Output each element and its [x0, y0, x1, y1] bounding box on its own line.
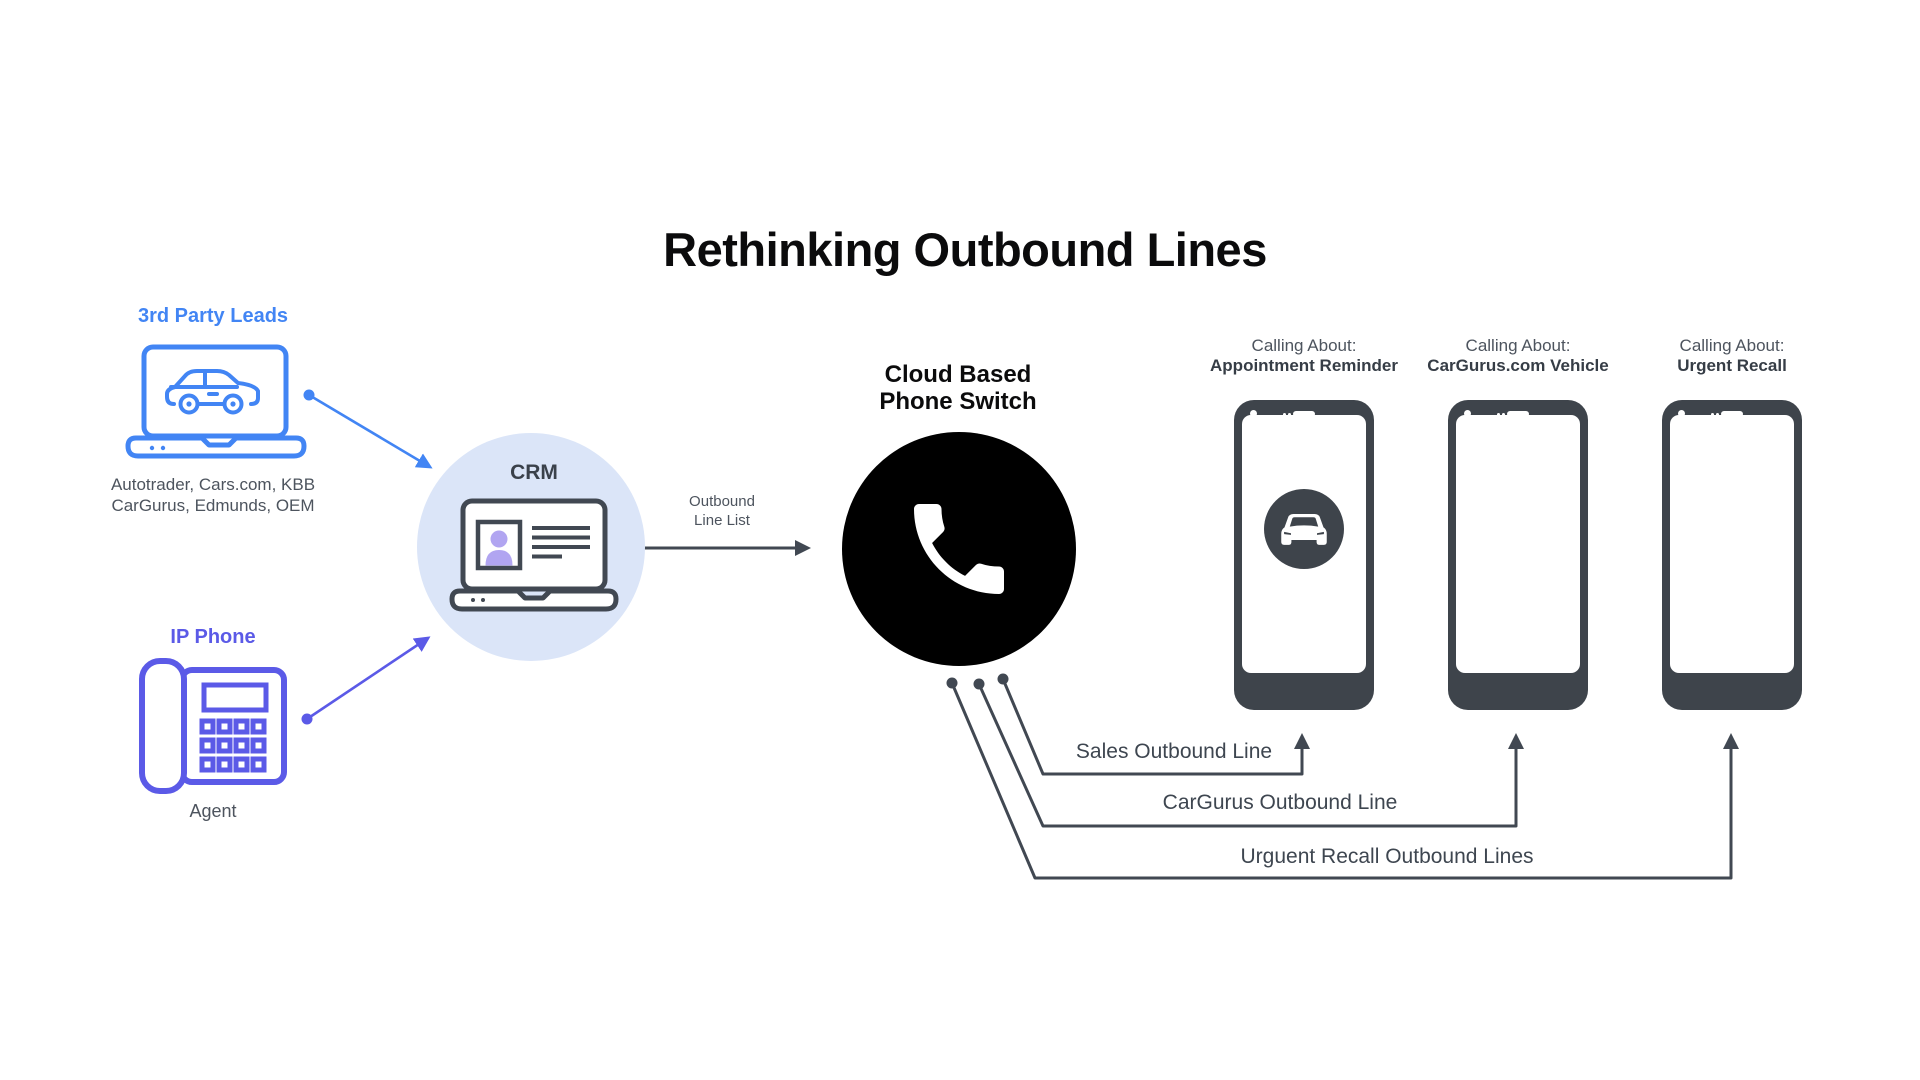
crm-label: CRM	[510, 461, 558, 484]
phone-switch-label-line2: Phone Switch	[879, 388, 1037, 415]
laptop-car-icon	[125, 344, 307, 459]
phone-2-subject: CarGurus.com Vehicle	[1427, 356, 1609, 375]
sensor-dot-icon	[1283, 413, 1286, 416]
phone-1-label: Calling About: Appointment Reminder	[1210, 336, 1398, 376]
camera-dot-icon	[1464, 410, 1471, 417]
phone-1-subject: Appointment Reminder	[1210, 356, 1398, 375]
sales-outbound-line-label: Sales Outbound Line	[1075, 740, 1273, 763]
car-front-icon	[1281, 513, 1327, 545]
phone-3-subject: Urgent Recall	[1677, 356, 1787, 375]
phone-3-screen	[1670, 415, 1794, 673]
calling-about-text: Calling About:	[1251, 336, 1357, 355]
phone-appointment-reminder	[1234, 400, 1374, 710]
crm-laptop-icon	[449, 498, 619, 612]
page-title: Rethinking Outbound Lines	[663, 223, 1267, 277]
sensor-dot-icon	[1711, 413, 1714, 416]
third-party-leads-label: 3rd Party Leads	[137, 305, 289, 327]
phone-switch-label: Cloud Based Phone Switch	[879, 361, 1036, 415]
arrow-crm-to-switch	[631, 540, 811, 556]
third-party-sources-caption: Autotrader, Cars.com, KBB CarGurus, Edmu…	[111, 474, 315, 516]
sensor-dot-icon	[1288, 413, 1291, 416]
phone-urgent-recall	[1662, 400, 1802, 710]
sensor-dot-icon	[1716, 413, 1719, 416]
arrow-ip-phone-to-crm	[301, 636, 431, 725]
outbound-line-list-line1: Outbound	[689, 493, 755, 510]
phone-handset-icon	[914, 504, 1004, 594]
speaker-icon	[1507, 411, 1529, 417]
car-badge-circle	[1264, 489, 1344, 569]
agent-caption: Agent	[189, 801, 237, 821]
third-party-sources-line1: Autotrader, Cars.com, KBB	[110, 475, 316, 494]
phone-1-screen	[1242, 415, 1366, 673]
ip-phone-label: IP Phone	[170, 626, 256, 648]
sensor-dot-icon	[1502, 413, 1505, 416]
phone-2-screen	[1456, 415, 1580, 673]
calling-about-text: Calling About:	[1465, 336, 1571, 355]
camera-dot-icon	[1678, 410, 1685, 417]
outbound-line-list-line2: Line List	[694, 512, 750, 529]
phone-switch-circle	[842, 432, 1076, 666]
phone-switch-label-line1: Cloud Based	[884, 361, 1032, 388]
phone-2-label: Calling About: CarGurus.com Vehicle	[1427, 336, 1608, 376]
speaker-icon	[1721, 411, 1743, 417]
sensor-dot-icon	[1497, 413, 1500, 416]
calling-about-text: Calling About:	[1679, 336, 1785, 355]
arrow-third-party-to-crm	[303, 389, 433, 469]
camera-dot-icon	[1250, 410, 1257, 417]
cargurus-outbound-line-label: CarGurus Outbound Line	[1162, 791, 1398, 814]
outbound-line-list-label: Outbound Line List	[689, 492, 755, 530]
speaker-icon	[1293, 411, 1315, 417]
sales-outbound-line-path	[997, 673, 1310, 776]
phone-cargurus-vehicle	[1448, 400, 1588, 710]
phone-3-label: Calling About: Urgent Recall	[1677, 336, 1787, 376]
urgent-recall-outbound-line-path	[946, 677, 1739, 880]
urgent-recall-outbound-lines-label: Urguent Recall Outbound Lines	[1240, 845, 1534, 868]
desk-phone-icon	[139, 658, 287, 794]
third-party-sources-line2: CarGurus, Edmunds, OEM	[111, 496, 315, 515]
cargurus-outbound-line-path	[973, 678, 1524, 828]
